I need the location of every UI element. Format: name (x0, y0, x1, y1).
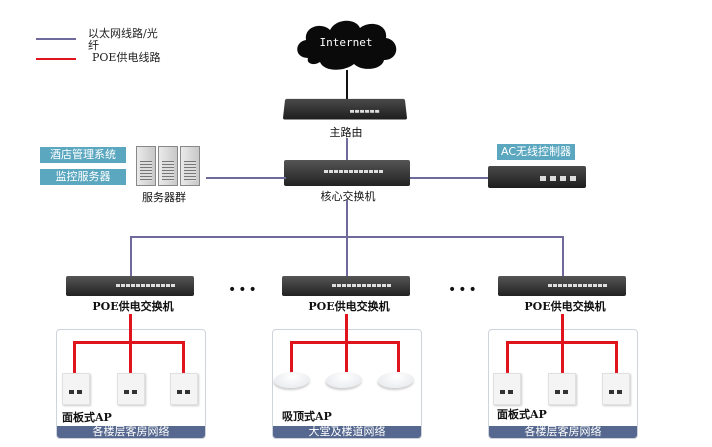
group-network-label-1: 各楼层客房网络 (57, 426, 205, 438)
panel-ap-icon (493, 373, 521, 405)
ap-type-label-2: 吸顶式AP (282, 410, 332, 423)
poe-branch (73, 341, 76, 375)
poe-branch (182, 341, 185, 375)
legend-poe-label: POE供电线路 (92, 51, 161, 64)
core-switch-device (284, 160, 410, 186)
core-distribution-link (346, 200, 348, 237)
ap-type-label-3: 面板式AP (497, 408, 547, 421)
panel-ap-icon (602, 373, 630, 405)
server-group-label: 服务器群 (142, 191, 186, 204)
poe-drop-3 (561, 314, 564, 376)
group-network-label-2: 大堂及楼道网络 (273, 426, 421, 438)
hotel-system-tag: 酒店管理系统 (40, 147, 126, 163)
poe-switch-label-1: POE供电交换机 (92, 300, 174, 313)
ellipsis-2: ••• (448, 282, 479, 298)
panel-ap-icon (548, 373, 576, 405)
poe-branch (506, 341, 509, 375)
bus-drop-right (562, 236, 564, 276)
internet-label: Internet (319, 36, 373, 49)
internet-cloud-icon (297, 20, 397, 70)
panel-ap-icon (62, 373, 90, 405)
ap-type-label-1: 面板式AP (62, 411, 112, 424)
legend-ethernet-line (36, 38, 76, 40)
ellipsis-1: ••• (228, 282, 259, 298)
main-router-device (282, 98, 408, 120)
main-router-label: 主路由 (329, 126, 363, 139)
monitor-server-tag: 监控服务器 (40, 169, 126, 185)
panel-ap-icon (117, 373, 145, 405)
ac-controller-device (488, 166, 586, 188)
poe-branch (290, 341, 293, 375)
poe-branch (397, 341, 400, 375)
bus-drop-center (346, 236, 348, 276)
bus-drop-left (130, 236, 132, 276)
poe-switch-label-3: POE供电交换机 (524, 300, 606, 313)
router-core-link (346, 138, 348, 160)
poe-bus-3 (506, 341, 618, 344)
poe-branch (615, 341, 618, 375)
poe-drop-1 (129, 314, 132, 376)
poe-switch-device-2 (282, 276, 410, 296)
poe-switch-device-3 (498, 276, 626, 296)
poe-switch-device-1 (66, 276, 194, 296)
core-switch-label: 核心交换机 (320, 190, 376, 203)
internet-router-link (346, 70, 348, 100)
server-core-link (206, 177, 286, 179)
poe-drop-2 (345, 314, 348, 376)
group-network-label-3: 各楼层客房网络 (489, 426, 637, 438)
panel-ap-icon (170, 373, 198, 405)
poe-bus-2 (290, 341, 400, 344)
legend-ethernet-label: 以太网线路/光纤 (88, 27, 158, 52)
poe-switch-label-2: POE供电交换机 (308, 300, 390, 313)
ac-controller-tag: AC无线控制器 (497, 144, 575, 160)
core-ac-link (410, 177, 490, 179)
poe-bus-1 (73, 341, 185, 344)
legend-poe-line (36, 58, 76, 60)
